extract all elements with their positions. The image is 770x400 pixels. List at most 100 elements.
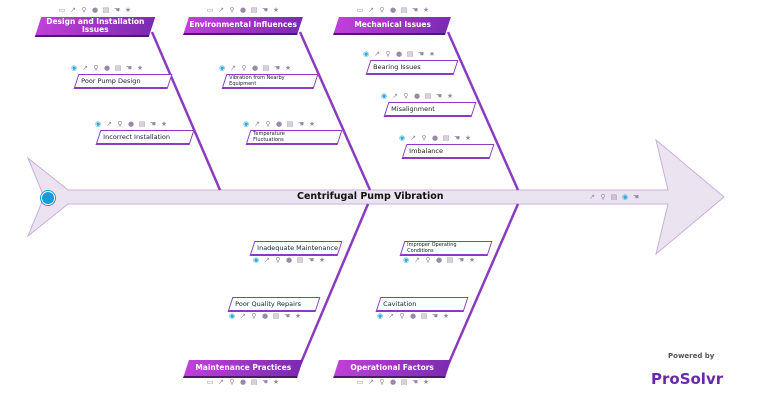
bulb-icon[interactable]: ♀	[425, 256, 431, 264]
document-icon[interactable]: ▤	[114, 64, 122, 72]
external-link-icon[interactable]: ↗	[368, 6, 374, 14]
person-icon[interactable]: ●	[435, 256, 443, 264]
document-icon[interactable]: ▤	[102, 6, 110, 14]
star-icon[interactable]: ★	[422, 378, 430, 386]
cause-temperature[interactable]: Temperature Fluctuations	[245, 130, 343, 145]
external-link-icon[interactable]: ↗	[414, 256, 420, 264]
bulb-icon[interactable]: ♀	[421, 134, 427, 142]
hand-icon[interactable]: ☚	[307, 256, 315, 264]
bulb-icon[interactable]: ♀	[600, 193, 606, 201]
comment-icon[interactable]: ▭	[58, 6, 66, 14]
person-icon[interactable]: ●	[389, 378, 397, 386]
person-icon[interactable]: ●	[103, 64, 111, 72]
category-environment[interactable]: Environmental Influences	[183, 17, 303, 35]
external-link-icon[interactable]: ↗	[392, 92, 398, 100]
external-link-icon[interactable]: ↗	[230, 64, 236, 72]
hand-icon[interactable]: ☚	[261, 6, 269, 14]
external-link-icon[interactable]: ↗	[368, 378, 374, 386]
star-icon[interactable]: ★	[136, 64, 144, 72]
document-icon[interactable]: ▤	[262, 64, 270, 72]
person-icon[interactable]: ●	[127, 120, 135, 128]
person-icon[interactable]: ●	[91, 6, 99, 14]
eye-icon[interactable]: ◉	[94, 120, 102, 128]
person-icon[interactable]: ●	[413, 92, 421, 100]
document-icon[interactable]: ▤	[424, 92, 432, 100]
person-icon[interactable]: ●	[285, 256, 293, 264]
hand-icon[interactable]: ☚	[297, 120, 305, 128]
hand-icon[interactable]: ☚	[632, 193, 640, 201]
cause-cavitation[interactable]: Cavitation	[375, 297, 469, 312]
cause-inadequate-maintenance[interactable]: Inadequate Maintenance	[249, 241, 343, 256]
comment-icon[interactable]: ▭	[206, 6, 214, 14]
external-link-icon[interactable]: ↗	[264, 256, 270, 264]
document-icon[interactable]: ▤	[400, 378, 408, 386]
comment-icon[interactable]: ▭	[356, 378, 364, 386]
external-link-icon[interactable]: ↗	[82, 64, 88, 72]
hand-icon[interactable]: ☚	[283, 312, 291, 320]
person-icon[interactable]: ●	[431, 134, 439, 142]
hand-icon[interactable]: ☚	[273, 64, 281, 72]
bulb-icon[interactable]: ♀	[379, 6, 385, 14]
cause-improper-conditions[interactable]: Improper Operating Conditions	[399, 241, 493, 256]
hand-icon[interactable]: ☚	[411, 378, 419, 386]
star-icon[interactable]: ★	[294, 312, 302, 320]
document-icon[interactable]: ▤	[406, 50, 414, 58]
external-link-icon[interactable]: ↗	[374, 50, 380, 58]
eye-icon[interactable]: ◉	[402, 256, 410, 264]
hand-icon[interactable]: ☚	[113, 6, 121, 14]
eye-icon[interactable]: ◉	[218, 64, 226, 72]
cause-imbalance[interactable]: Imbalance	[401, 144, 495, 159]
star-icon[interactable]: ★	[446, 92, 454, 100]
bulb-icon[interactable]: ♀	[93, 64, 99, 72]
external-link-icon[interactable]: ↗	[70, 6, 76, 14]
cause-incorrect-installation[interactable]: Incorrect Installation	[95, 130, 195, 145]
external-link-icon[interactable]: ↗	[254, 120, 260, 128]
person-icon[interactable]: ●	[261, 312, 269, 320]
document-icon[interactable]: ▤	[446, 256, 454, 264]
hand-icon[interactable]: ☚	[261, 378, 269, 386]
category-operational[interactable]: Operational Factors	[333, 360, 451, 378]
cause-misalignment[interactable]: Misalignment	[383, 102, 477, 117]
document-icon[interactable]: ▤	[286, 120, 294, 128]
bulb-icon[interactable]: ♀	[385, 50, 391, 58]
star-icon[interactable]: ★	[422, 6, 430, 14]
cause-vibration-nearby[interactable]: Vibration from Nearby Equipment	[221, 74, 319, 89]
cause-poor-pump-design[interactable]: Poor Pump Design	[73, 74, 173, 89]
star-icon[interactable]: ★	[284, 64, 292, 72]
bulb-icon[interactable]: ♀	[379, 378, 385, 386]
star-icon[interactable]: ★	[124, 6, 132, 14]
person-icon[interactable]: ●	[409, 312, 417, 320]
document-icon[interactable]: ▤	[400, 6, 408, 14]
comment-icon[interactable]: ▭	[356, 6, 364, 14]
hand-icon[interactable]: ☚	[125, 64, 133, 72]
star-icon[interactable]: ★	[442, 312, 450, 320]
external-link-icon[interactable]: ↗	[589, 193, 595, 201]
bulb-icon[interactable]: ♀	[251, 312, 257, 320]
bulb-icon[interactable]: ♀	[229, 6, 235, 14]
hand-icon[interactable]: ☚	[453, 134, 461, 142]
external-link-icon[interactable]: ↗	[218, 378, 224, 386]
person-icon[interactable]: ●	[395, 50, 403, 58]
star-icon[interactable]: ★	[468, 256, 476, 264]
eye-icon[interactable]: ◉	[621, 193, 629, 201]
hand-icon[interactable]: ☚	[149, 120, 157, 128]
eye-icon[interactable]: ◉	[398, 134, 406, 142]
bulb-icon[interactable]: ♀	[265, 120, 271, 128]
category-mechanical[interactable]: Mechanical Issues	[333, 17, 451, 35]
clock-icon[interactable]	[41, 191, 55, 205]
star-icon[interactable]: ★	[272, 6, 280, 14]
eye-icon[interactable]: ◉	[242, 120, 250, 128]
eye-icon[interactable]: ◉	[380, 92, 388, 100]
problem-statement[interactable]: Centrifugal Pump Vibration	[297, 191, 444, 202]
star-icon[interactable]: ★	[464, 134, 472, 142]
hand-icon[interactable]: ☚	[435, 92, 443, 100]
person-icon[interactable]: ●	[239, 378, 247, 386]
person-icon[interactable]: ●	[239, 6, 247, 14]
cause-poor-repairs[interactable]: Poor Quality Repairs	[227, 297, 321, 312]
document-icon[interactable]: ▤	[272, 312, 280, 320]
document-icon[interactable]: ▤	[442, 134, 450, 142]
person-icon[interactable]: ●	[389, 6, 397, 14]
bulb-icon[interactable]: ♀	[275, 256, 281, 264]
star-icon[interactable]: ★	[272, 378, 280, 386]
hand-icon[interactable]: ☚	[457, 256, 465, 264]
